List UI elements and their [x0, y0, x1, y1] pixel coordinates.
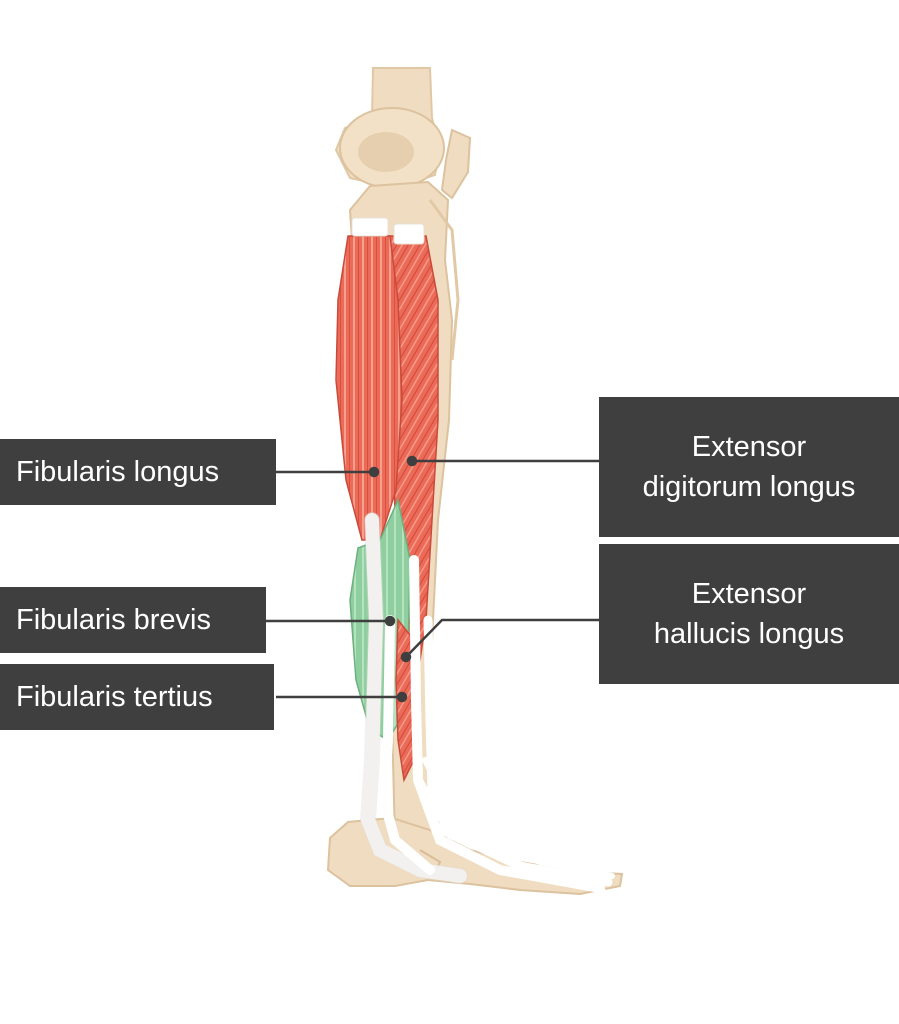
femur-bone	[334, 67, 445, 190]
label-fibularis-tertius: Fibularis tertius	[0, 664, 274, 730]
patella-bone	[440, 128, 472, 200]
leader-lines	[266, 455, 600, 703]
leader-dot-fibularis-longus	[368, 466, 380, 478]
label-extensor-digitorum-line1: Extensor	[691, 431, 807, 463]
tendon-cap-right	[393, 223, 425, 245]
leader-line-extensor-hallucis	[405, 618, 600, 658]
fibularis-brevis-tendon	[378, 615, 435, 875]
leader-dot-fibularis-tertius	[396, 691, 408, 703]
label-extensor-digitorum-line2: digitorum longus	[642, 471, 856, 503]
label-extensor-hallucis-line2: hallucis longus	[653, 618, 845, 650]
fibularis-longus-muscle	[335, 235, 403, 541]
label-fibularis-longus-text: Fibularis longus	[16, 456, 220, 488]
leader-dot-extensor-hallucis	[400, 651, 412, 663]
label-fibularis-brevis-text: Fibularis brevis	[16, 604, 211, 636]
label-extensor-hallucis-line1: Extensor	[691, 578, 807, 610]
leader-dot-extensor-digitorum	[406, 455, 418, 467]
label-fibularis-brevis: Fibularis brevis	[0, 587, 266, 653]
label-extensor-hallucis-longus: Extensor hallucis longus	[599, 544, 899, 684]
label-fibularis-longus: Fibularis longus	[0, 439, 276, 505]
leader-dot-fibularis-brevis	[384, 615, 396, 627]
label-fibularis-tertius-text: Fibularis tertius	[16, 681, 213, 713]
tendon-cap-left	[351, 217, 389, 237]
extensor-digitorum-tendon	[409, 555, 605, 893]
label-extensor-digitorum-longus: Extensor digitorum longus	[599, 397, 899, 537]
